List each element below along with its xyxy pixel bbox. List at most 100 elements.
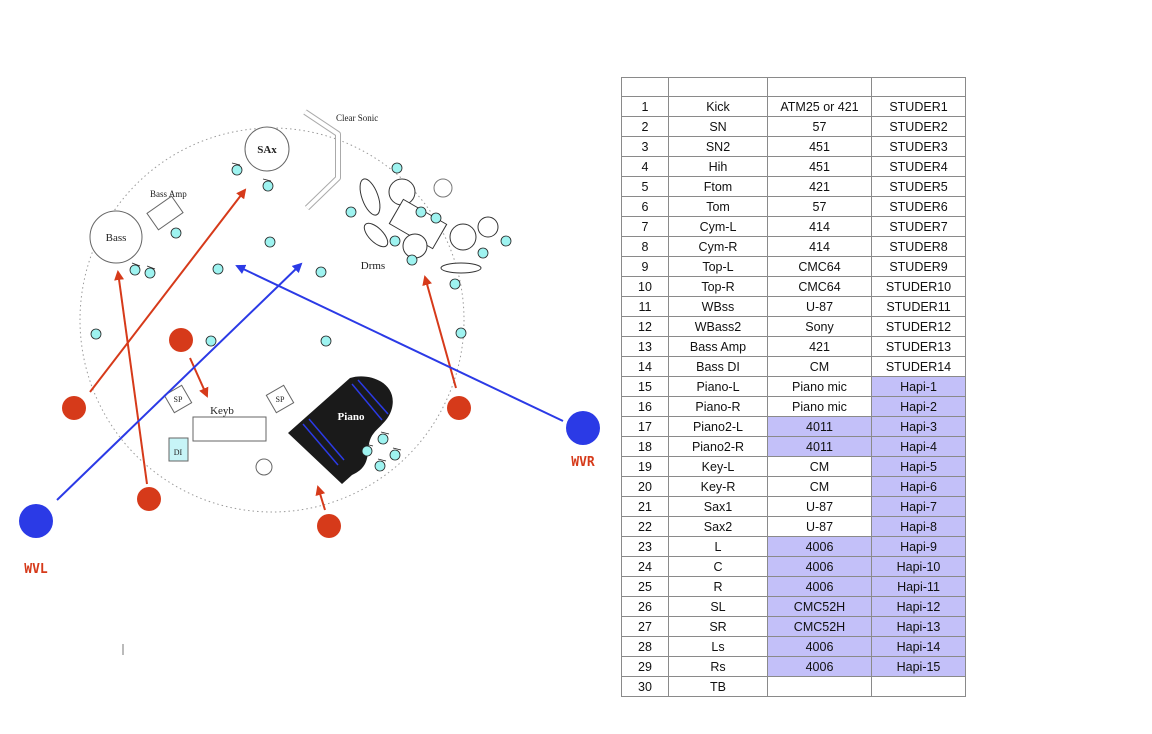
blue-arrows [56, 262, 564, 501]
input-cell: STUDER9 [871, 256, 966, 277]
mic-bass-1 [129, 262, 141, 276]
grand-piano [288, 376, 393, 484]
mic-cell: CM [767, 456, 872, 477]
mic-cell: Piano mic [767, 376, 872, 397]
mic-cell: U-87 [767, 516, 872, 537]
input-cell: STUDER14 [871, 356, 966, 377]
input-cell: Hapi-1 [871, 376, 966, 397]
mic-cell: CM [767, 356, 872, 377]
mic-drum-4 [389, 235, 401, 247]
mic-cell: 4006 [767, 636, 872, 657]
input-cell [871, 676, 966, 697]
mic-drum-7 [500, 235, 512, 247]
mic-cell: U-87 [767, 296, 872, 317]
keyboard-label: Keyb [210, 405, 234, 417]
mic-drum-6 [477, 247, 489, 259]
mic-keys [205, 335, 217, 347]
red-marker-bottom [317, 514, 341, 538]
channel-number-cell: 4 [621, 156, 669, 177]
speaker-left: SP [163, 384, 193, 414]
channel-number-cell: 6 [621, 196, 669, 217]
input-cell: STUDER6 [871, 196, 966, 217]
mic-cell: 421 [767, 336, 872, 357]
mic-center-4 [320, 335, 332, 347]
source-cell: Bass Amp [668, 336, 768, 357]
channel-number-cell: 5 [621, 176, 669, 197]
mic-drum-5 [406, 254, 418, 266]
mic-cell: 451 [767, 136, 872, 157]
source-cell: Key-R [668, 476, 768, 497]
mic-cell: 57 [767, 196, 872, 217]
header-cell [621, 77, 669, 97]
mic-center-2 [212, 263, 224, 275]
input-cell: STUDER5 [871, 176, 966, 197]
arrow-to-keyboard [189, 357, 209, 398]
input-cell: STUDER3 [871, 136, 966, 157]
channel-number-cell: 1 [621, 96, 669, 117]
red-marker-right [447, 396, 471, 420]
header-cell [871, 77, 966, 97]
source-cell: Sax1 [668, 496, 768, 517]
floor-marker [255, 458, 273, 476]
wvr-marker [566, 411, 600, 445]
source-cell: Tom [668, 196, 768, 217]
arrow-bottom-to-piano [315, 485, 326, 511]
channel-number-cell: 13 [621, 336, 669, 357]
input-cell: STUDER2 [871, 116, 966, 137]
source-cell: Cym-L [668, 216, 768, 237]
input-cell: Hapi-9 [871, 536, 966, 557]
channel-number-cell: 25 [621, 576, 669, 597]
source-cell: SN2 [668, 136, 768, 157]
channel-number-cell: 28 [621, 636, 669, 657]
channel-number-cell: 7 [621, 216, 669, 237]
channel-number-cell: 16 [621, 396, 669, 417]
input-cell: Hapi-6 [871, 476, 966, 497]
speaker-right-label: SP [276, 395, 285, 404]
channel-number-cell: 12 [621, 316, 669, 337]
mic-cell: 421 [767, 176, 872, 197]
input-cell: Hapi-2 [871, 396, 966, 417]
channel-number-cell: 19 [621, 456, 669, 477]
source-cell: SN [668, 116, 768, 137]
channel-number-cell: 30 [621, 676, 669, 697]
mic-right [455, 327, 467, 339]
mic-cell: CM [767, 476, 872, 497]
input-cell: Hapi-8 [871, 516, 966, 537]
mic-piano-1 [377, 431, 390, 445]
mic-drum-2 [415, 206, 427, 218]
input-cell: Hapi-14 [871, 636, 966, 657]
source-cell: Top-R [668, 276, 768, 297]
header-cell [668, 77, 768, 97]
source-cell: Piano-R [668, 396, 768, 417]
source-cell: Rs [668, 656, 768, 677]
arrow-bottom-left-to-bass [114, 270, 148, 485]
channel-number-cell: 29 [621, 656, 669, 677]
bass-label: Bass [106, 232, 127, 244]
input-cell: Hapi-12 [871, 596, 966, 617]
bass-position [89, 210, 143, 264]
source-cell: R [668, 576, 768, 597]
input-cell: STUDER13 [871, 336, 966, 357]
input-cell: STUDER4 [871, 156, 966, 177]
drums-label: Drms [361, 260, 385, 272]
mic-left [90, 328, 102, 340]
